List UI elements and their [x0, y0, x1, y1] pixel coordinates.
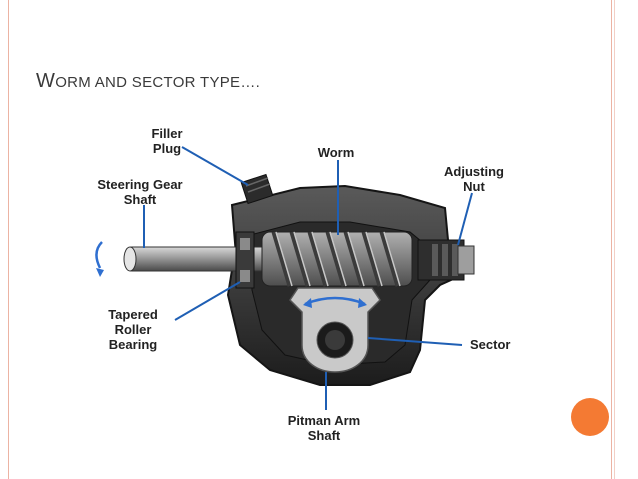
- shaft-rotation-arrow: [95, 241, 103, 269]
- label-adjusting-line1: Adjusting: [444, 164, 504, 179]
- label-adjusting-line2: Nut: [463, 179, 485, 194]
- label-tapered-line1: Tapered: [108, 307, 158, 322]
- label-tapered-line3: Bearing: [109, 337, 157, 352]
- filler-plug-part: [240, 173, 274, 205]
- label-worm: Worm: [318, 145, 355, 160]
- slide-accent-circle: [571, 398, 609, 436]
- slide-frame-right: [611, 0, 612, 479]
- sector-part: [289, 287, 381, 373]
- slide-title: WORM AND SECTOR TYPE….: [36, 70, 260, 93]
- label-pitman-line1: Pitman Arm: [288, 413, 360, 428]
- leader-lines: [143, 146, 473, 410]
- label-sector: Sector: [470, 337, 510, 352]
- label-pitman-line2: Shaft: [308, 428, 341, 443]
- worm-gear-part: [261, 231, 413, 287]
- tapered-roller-bearing-part: [235, 231, 255, 289]
- adjusting-nut-part: [417, 239, 475, 281]
- label-tapered-line2: Roller: [115, 322, 152, 337]
- label-steering-line2: Shaft: [124, 192, 157, 207]
- label-filler-line1: Filler: [151, 126, 182, 141]
- label-steering-line1: Steering Gear: [97, 177, 182, 192]
- slide-frame-left: [8, 0, 9, 479]
- slide-frame-right-inner: [614, 0, 615, 479]
- slide-title-rest: ORM AND SECTOR TYPE….: [55, 74, 261, 91]
- slide-title-initial: W: [36, 70, 56, 92]
- label-filler-line2: Plug: [153, 141, 181, 156]
